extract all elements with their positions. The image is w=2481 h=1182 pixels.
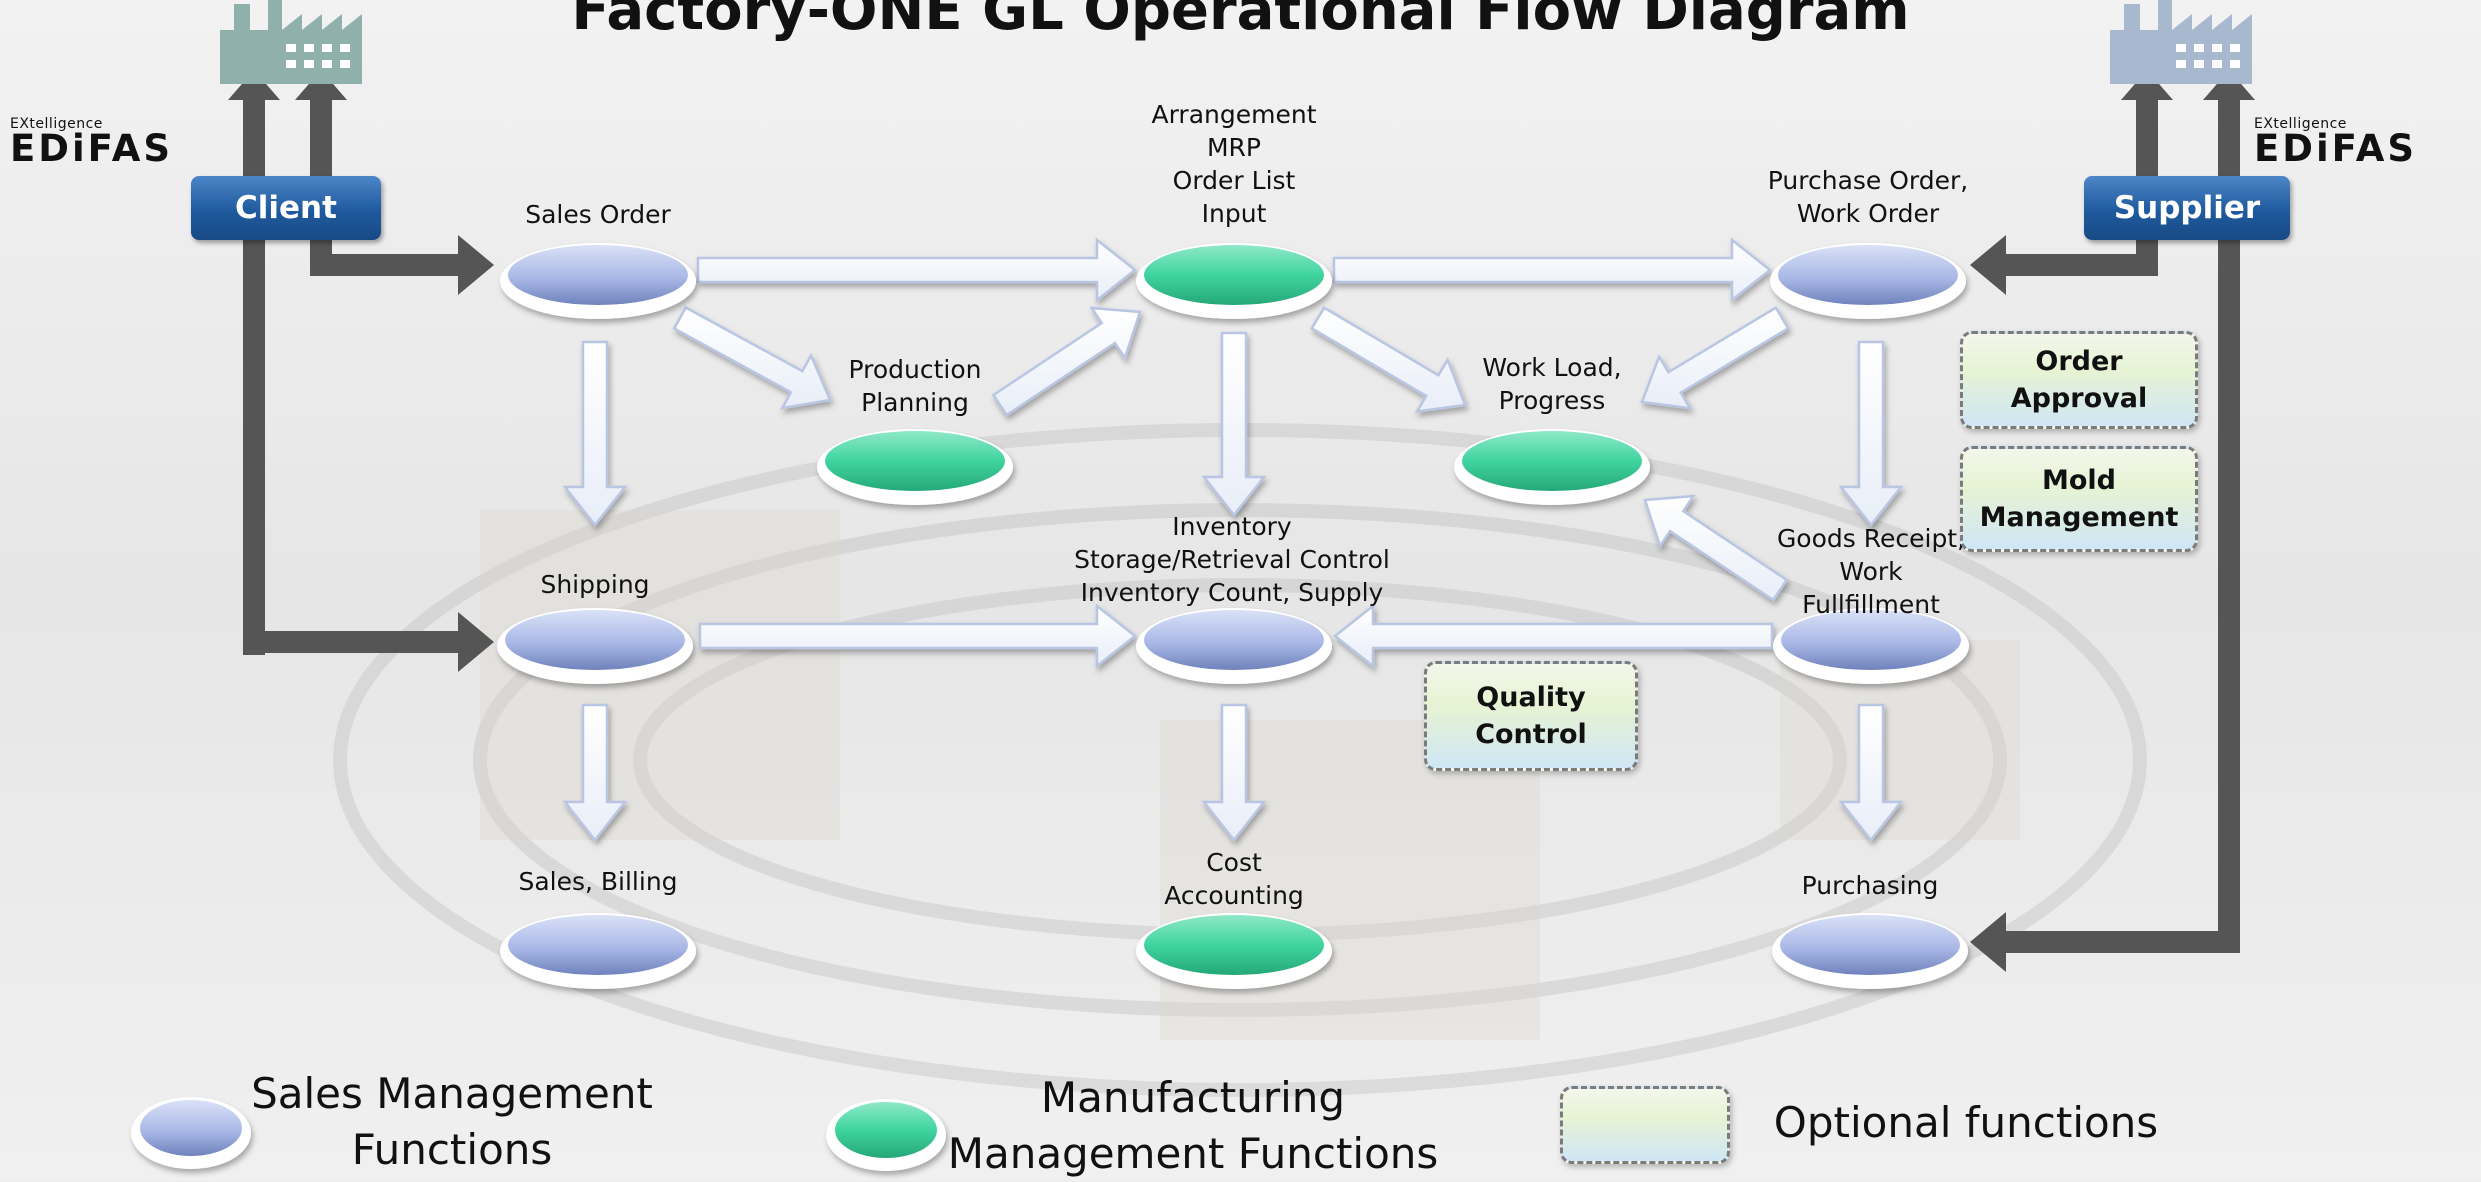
node-inventory bbox=[1136, 608, 1332, 684]
legend-sales-marker bbox=[131, 1097, 251, 1169]
mold-management-box: Mold Management bbox=[1960, 446, 2198, 552]
work-load-label: Work Load, Progress bbox=[1482, 353, 1622, 415]
arrangement-label: Arrangement MRP Order List Input bbox=[1151, 100, 1317, 228]
logo-tagline: EXtelligence bbox=[10, 116, 103, 132]
node-sales-order bbox=[500, 243, 696, 319]
shipping-label: Shipping bbox=[540, 570, 650, 599]
flow-arrows bbox=[562, 237, 1904, 843]
quality-control-box: Quality Control bbox=[1424, 661, 1638, 771]
node-work-load bbox=[1454, 429, 1650, 505]
factory-icon bbox=[2110, 0, 2252, 84]
inventory-label: Inventory Storage/Retrieval Control Inve… bbox=[1074, 512, 1390, 607]
node-purchasing bbox=[1772, 913, 1968, 989]
function-nodes bbox=[497, 243, 1969, 989]
legend-sales-label: Sales Management Functions bbox=[251, 1069, 653, 1174]
production-planning-label: Production Planning bbox=[848, 355, 982, 417]
cost-accounting-label: Cost Accounting bbox=[1164, 848, 1304, 910]
arrow-inventory-to-cost-accounting bbox=[1201, 703, 1267, 843]
sales-billing-label: Sales, Billing bbox=[518, 867, 678, 896]
supplier-box: Supplier bbox=[2084, 176, 2290, 240]
arrow-purchase-order-to-goods-receipt bbox=[1838, 340, 1904, 528]
node-sales-billing bbox=[500, 913, 696, 989]
logo-brand: EDiFAS bbox=[10, 127, 173, 170]
legend-optional-marker bbox=[1560, 1086, 1730, 1164]
arrow-purchase-order-to-work-load bbox=[1640, 305, 1790, 410]
node-cost-accounting bbox=[1136, 913, 1332, 989]
arrow-goods-receipt-to-inventory bbox=[1332, 603, 1774, 669]
arrow-production-planning-to-arrangement bbox=[991, 306, 1142, 417]
arrow-sales-order-to-arrangement bbox=[696, 237, 1138, 303]
arrow-goods-receipt-to-work-load bbox=[1643, 494, 1789, 602]
logo-brand: EDiFAS bbox=[2254, 127, 2417, 170]
arrow-sales-order-to-production-planning bbox=[672, 305, 832, 410]
node-arrangement bbox=[1136, 243, 1332, 319]
node-goods-receipt bbox=[1773, 608, 1969, 684]
goods-receipt-label: Goods Receipt, Work Fullfillment bbox=[1776, 524, 1966, 619]
logo-tagline: EXtelligence bbox=[2254, 116, 2347, 132]
legend-optional-label: Optional functions bbox=[1773, 1098, 2159, 1147]
legend-manufacturing-label: Manufacturing Management Functions bbox=[947, 1073, 1439, 1178]
node-shipping bbox=[497, 608, 693, 684]
node-production-planning bbox=[817, 429, 1013, 505]
edifas-logo-left: EXtelligence EDiFAS bbox=[10, 116, 173, 170]
edifas-logo-right: EXtelligence EDiFAS bbox=[2254, 116, 2417, 170]
factory-icon bbox=[220, 0, 362, 84]
supplier-connectors bbox=[1970, 70, 2255, 972]
arrow-arrangement-to-purchase-order bbox=[1332, 237, 1773, 303]
arrow-sales-order-to-shipping bbox=[562, 340, 628, 528]
legend-manufacturing-marker bbox=[826, 1099, 946, 1171]
arrow-arrangement-to-work-load bbox=[1310, 305, 1467, 414]
sales-order-label: Sales Order bbox=[525, 200, 671, 229]
order-approval-box: Order Approval bbox=[1960, 331, 2198, 429]
arrow-arrangement-to-inventory bbox=[1201, 331, 1267, 518]
arrow-shipping-to-inventory bbox=[698, 603, 1138, 669]
purchase-order-label: Purchase Order, Work Order bbox=[1767, 166, 1969, 228]
node-purchase-order bbox=[1770, 243, 1966, 319]
arrow-goods-receipt-to-purchasing bbox=[1838, 703, 1904, 843]
arrow-shipping-to-sales-billing bbox=[562, 703, 628, 843]
page-title: Factory-ONE GL Operational Flow Diagram bbox=[571, 0, 1910, 43]
client-box: Client bbox=[191, 176, 381, 240]
purchasing-label: Purchasing bbox=[1801, 871, 1939, 900]
